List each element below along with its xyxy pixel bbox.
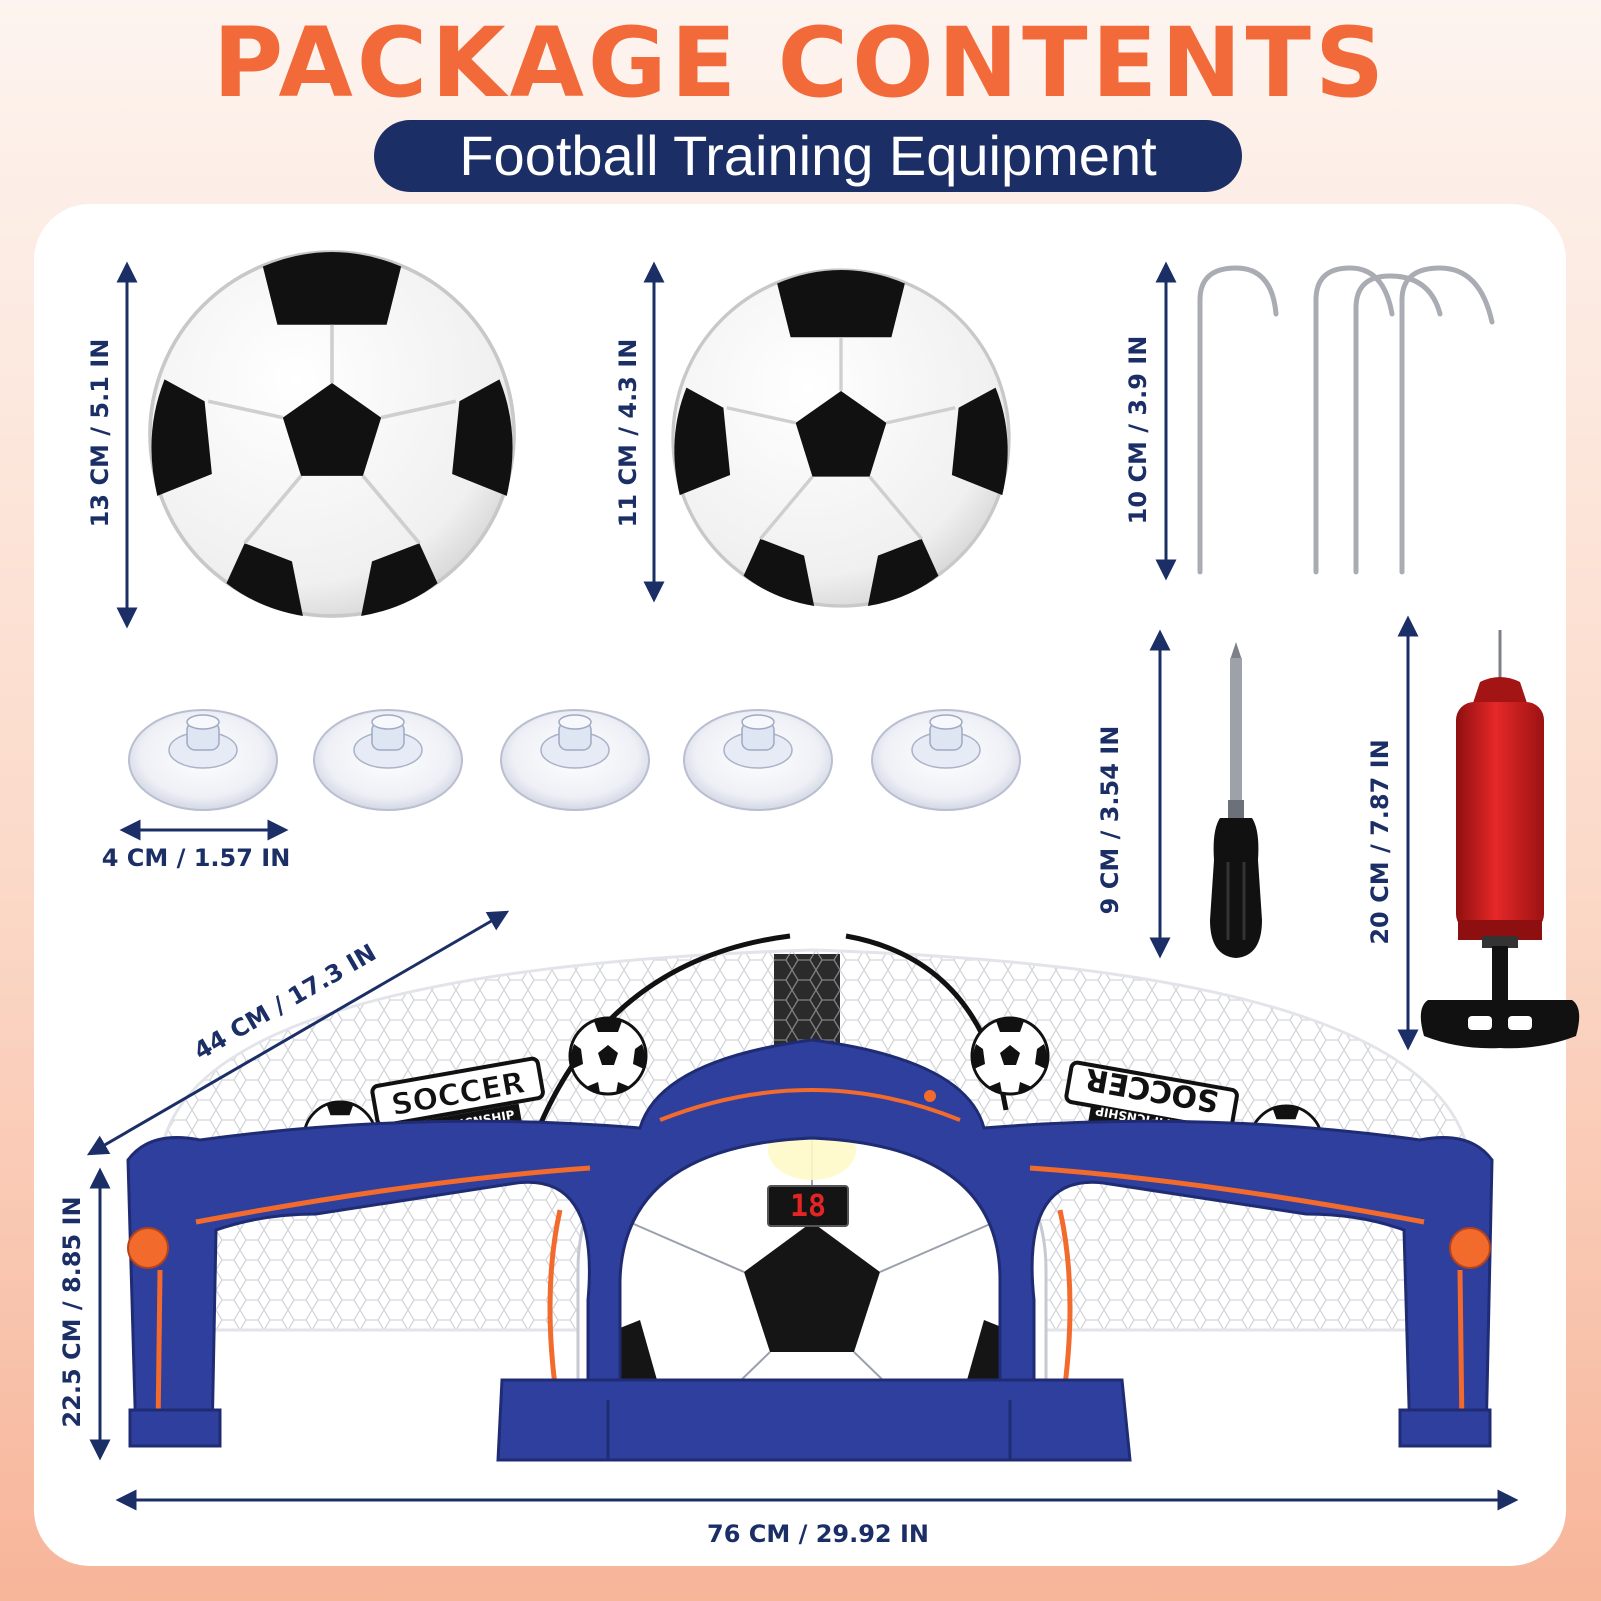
- score-display: 18: [790, 1189, 826, 1224]
- small-soccer-ball: [671, 268, 1011, 608]
- ball-large-dimension-label: 13 CM / 5.1 IN: [86, 338, 114, 528]
- net-ball-decoration-3: [970, 1016, 1050, 1096]
- subtitle-banner: Football Training Equipment: [374, 120, 1242, 192]
- ground-stakes: [1197, 265, 1495, 575]
- air-pump: [1420, 630, 1580, 1049]
- suction-cup-dimension-label: 4 CM / 1.57 IN: [101, 844, 291, 872]
- net-ball-decoration-2: [568, 1016, 648, 1096]
- suction-cup-1: [128, 709, 278, 811]
- target-ball: 18: [576, 1098, 1048, 1442]
- suction-cup-3: [500, 709, 650, 811]
- suction-cup-2: [313, 709, 463, 811]
- goal-height-dimension-label: 22.5 CM / 8.85 IN: [58, 1196, 86, 1428]
- subtitle-text: Football Training Equipment: [459, 124, 1157, 187]
- goal-width-dimension-label: 76 CM / 29.92 IN: [706, 1520, 930, 1548]
- stakes-dimension-label: 10 CM / 3.9 IN: [1124, 335, 1152, 525]
- page-title: PACKAGE CONTENTS: [212, 7, 1389, 119]
- suction-cup-4: [683, 709, 833, 811]
- large-soccer-ball: [148, 250, 516, 618]
- pump-dimension-label: 20 CM / 7.87 IN: [1366, 739, 1394, 945]
- goal-depth-dimension-arrow: [86, 910, 510, 1156]
- screwdriver-dimension-label: 9 CM / 3.54 IN: [1096, 725, 1124, 915]
- screwdriver: [1210, 642, 1262, 958]
- suction-cup-5: [871, 709, 1021, 811]
- ball-small-dimension-label: 11 CM / 4.3 IN: [614, 338, 642, 528]
